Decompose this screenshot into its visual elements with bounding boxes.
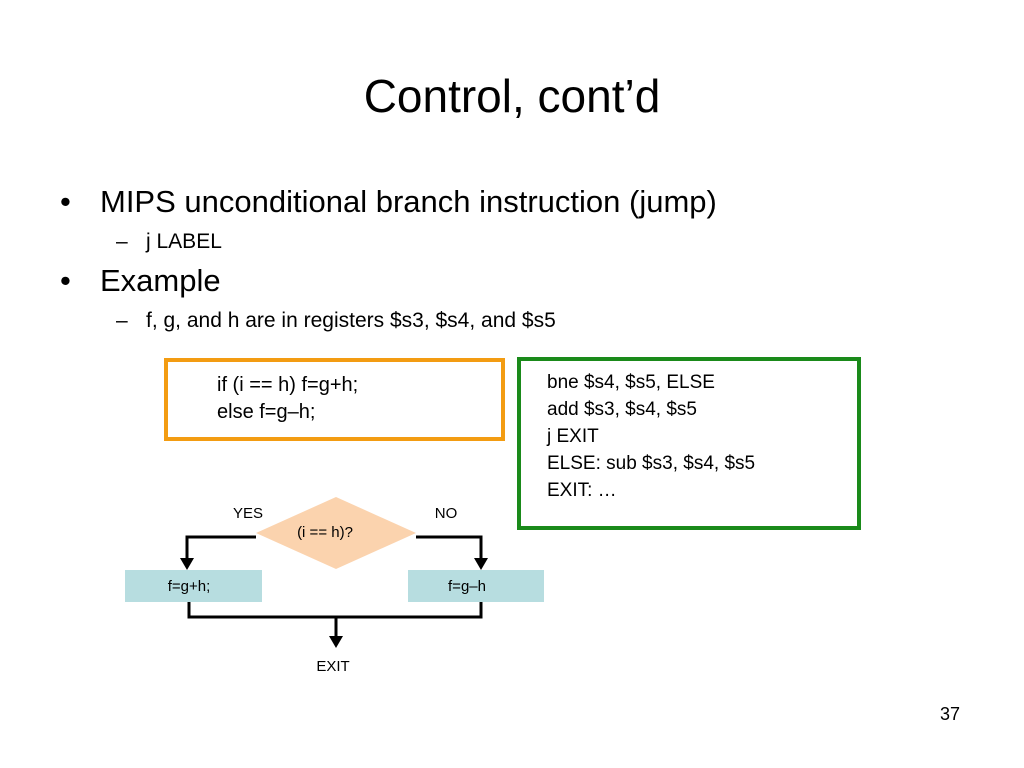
exit-arrow-head xyxy=(329,636,343,648)
merge-line xyxy=(187,602,483,619)
sub-bullet-mark: – xyxy=(116,309,128,332)
bullet-text: MIPS unconditional branch instruction (j… xyxy=(100,184,717,219)
bullet-mark: • xyxy=(60,263,71,298)
yes-branch-line xyxy=(185,535,256,562)
c-code-line: else f=g–h; xyxy=(217,401,316,423)
bullet-text: Example xyxy=(100,263,221,298)
mips-code-line: ELSE: sub $s3, $s4, $s5 xyxy=(547,453,756,474)
no-action-label: f=g–h xyxy=(448,578,486,595)
no-arrow-head xyxy=(474,558,488,570)
mips-code-line: j EXIT xyxy=(547,426,599,447)
mips-code-line: bne $s4, $s5, ELSE xyxy=(547,372,715,393)
mips-code-line: add $s3, $s4, $s5 xyxy=(547,399,697,420)
no-label: NO xyxy=(435,505,458,522)
exit-label: EXIT xyxy=(316,658,349,675)
no-action-box xyxy=(408,570,544,602)
mips-code-box: bne $s4, $s5, ELSE add $s3, $s4, $s5 j E… xyxy=(517,357,861,530)
c-code-box: if (i == h) f=g+h; else f=g–h; xyxy=(164,358,505,441)
yes-action-box xyxy=(125,570,262,602)
slide-title: Control, cont’d xyxy=(363,70,661,122)
yes-arrow-head xyxy=(180,558,194,570)
yes-action-label: f=g+h; xyxy=(168,578,211,595)
sub-bullet-mark: – xyxy=(116,230,128,253)
c-code-line: if (i == h) f=g+h; xyxy=(217,374,359,396)
mips-code-line: EXIT: … xyxy=(547,480,617,501)
sub-bullet-text: f, g, and h are in registers $s3, $s4, a… xyxy=(146,309,556,332)
yes-label: YES xyxy=(233,505,263,522)
sub-bullet-text: j LABEL xyxy=(146,230,222,253)
decision-diamond xyxy=(256,497,416,569)
no-branch-line xyxy=(416,535,483,562)
decision-label: (i == h)? xyxy=(297,524,353,541)
bullet-mark: • xyxy=(60,184,71,219)
page-number: 37 xyxy=(939,704,960,724)
